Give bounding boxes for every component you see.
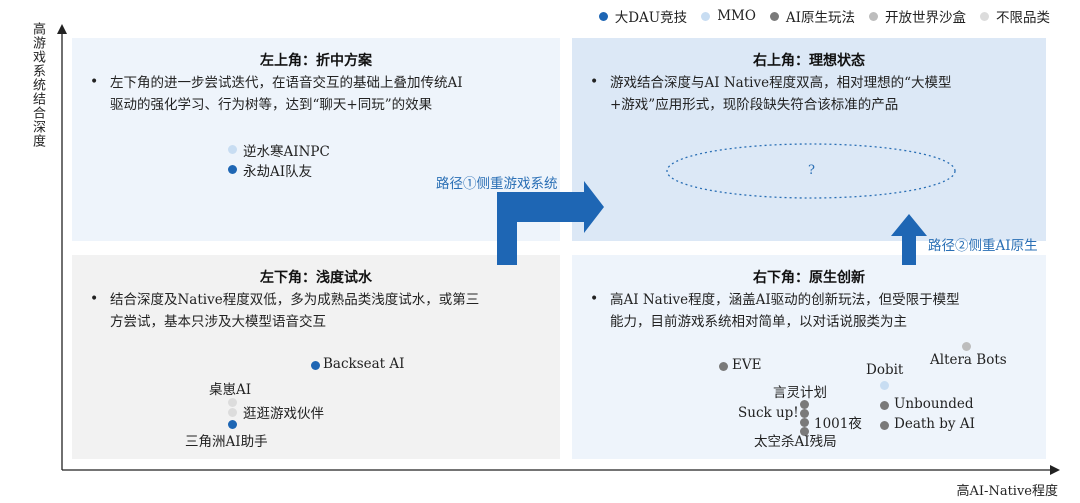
point-yanling <box>800 400 809 409</box>
quadrant-description: 左下角的进一步尝试迭代，在语音交互的基础上叠加传统AI 驱动的强化学习、行为树等… <box>110 72 463 116</box>
point-eve <box>719 362 728 371</box>
product-label-suckup: Suck up! <box>738 405 799 421</box>
legend-dot-ai-native <box>769 11 779 21</box>
quadrant-bottom-left: 左下角：浅度试水 • 结合深度及Native程度双低，多为成熟品类浅度试水，或第… <box>72 255 560 459</box>
description-line: 驱动的强化学习、行为树等，达到“聊天+同玩”的效果 <box>110 97 433 113</box>
legend-item-ai-native: AI原生玩法 <box>769 6 855 26</box>
point-altera <box>962 342 971 351</box>
product-label-nishuihan: 逆水寒AINPC <box>243 144 330 160</box>
path1-label: 路径①侧重游戏系统 <box>436 176 558 192</box>
product-label-eve: EVE <box>732 357 762 373</box>
product-label-dobit: Dobit <box>866 362 904 378</box>
quadrant-bottom-right: 右下角：原生创新 • 高AI Native程度，涵盖AI驱动的创新玩法，但受限于… <box>572 255 1046 459</box>
product-label-sanjiaozhou: 三角洲AI助手 <box>185 434 268 450</box>
description-line: +游戏”应用形式，现阶段缺失符合该标准的产品 <box>610 97 899 113</box>
legend-label-dau: 大DAU竞技 <box>614 10 688 26</box>
legend-dot-open-world <box>869 11 878 21</box>
point-taikong <box>800 427 809 436</box>
point-yongjie <box>228 165 237 174</box>
product-label-1001: 1001夜 <box>814 416 862 432</box>
legend-dot-any-genre <box>980 11 989 21</box>
point-dobit <box>880 381 889 390</box>
ideal-placeholder-ellipse <box>666 143 956 199</box>
bullet-icon: • <box>90 74 99 90</box>
quadrant-title: 右上角：理想状态 <box>753 53 865 69</box>
x-axis-arrow-icon <box>1050 465 1060 475</box>
legend-dot-dau <box>598 11 608 21</box>
bullet-icon: • <box>590 291 599 307</box>
legend-label-open-world: 开放世界沙盒 <box>885 10 966 26</box>
description-line: 方尝试，基本只涉及大模型语音交互 <box>110 314 326 330</box>
path2-arrow-icon <box>891 214 927 265</box>
product-label-yongjie: 永劫AI队友 <box>243 164 313 180</box>
bullet-icon: • <box>90 291 99 307</box>
x-axis-label: 高AI-Native程度 <box>956 484 1058 499</box>
product-label-altera: Altera Bots <box>930 352 1007 368</box>
legend-label-ai-native: AI原生玩法 <box>785 10 855 26</box>
product-label-zhuoyi: 桌崽AI <box>209 382 252 398</box>
point-suckup <box>800 409 809 418</box>
path1-arrow-icon <box>497 181 604 265</box>
quadrant-title: 左上角：折中方案 <box>260 53 372 69</box>
bullet-icon: • <box>590 74 599 90</box>
product-label-unbounded: Unbounded <box>894 396 974 412</box>
quadrant-title: 左下角：浅度试水 <box>260 270 372 286</box>
y-axis-label: 高游戏系统结合深度 <box>30 22 45 148</box>
legend-item-dau: 大DAU竞技 <box>598 6 688 26</box>
legend-label-any-genre: 不限品类 <box>996 10 1050 26</box>
legend-item-open-world: 开放世界沙盒 <box>869 6 966 26</box>
point-backseat <box>311 361 320 370</box>
placeholder-question-mark: ? <box>808 163 815 178</box>
product-label-deathbyai: Death by AI <box>894 416 975 432</box>
y-axis-arrow-icon <box>57 24 67 34</box>
product-label-taikong: 太空杀AI残局 <box>754 434 837 450</box>
description-line: 高AI Native程度，涵盖AI驱动的创新玩法，但受限于模型 <box>610 292 960 308</box>
quadrant-description: 结合深度及Native程度双低，多为成熟品类浅度试水，或第三 方尝试，基本只涉及… <box>110 289 479 333</box>
point-nishuihan <box>228 145 237 154</box>
quadrant-title: 右下角：原生创新 <box>753 270 865 286</box>
path2-label: 路径②侧重AI原生 <box>928 238 1038 254</box>
point-guangguang <box>228 408 237 417</box>
legend-dot-mmo <box>701 11 711 21</box>
quadrant-top-left: 左上角：折中方案 • 左下角的进一步尝试迭代，在语音交互的基础上叠加传统AI 驱… <box>72 38 560 241</box>
point-1001 <box>800 418 809 427</box>
point-zhuoyi <box>228 398 237 407</box>
point-deathbyai <box>880 421 889 430</box>
description-line: 结合深度及Native程度双低，多为成熟品类浅度试水，或第三 <box>110 292 480 308</box>
legend-item-mmo: MMO <box>701 6 756 26</box>
legend: 大DAU竞技 MMO AI原生玩法 开放世界沙盒 不限品类 <box>598 6 1050 26</box>
quadrant-description: 高AI Native程度，涵盖AI驱动的创新玩法，但受限于模型 能力，目前游戏系… <box>610 289 960 333</box>
legend-label-mmo: MMO <box>717 8 756 24</box>
description-line: 能力，目前游戏系统相对简单，以对话说服类为主 <box>610 314 907 330</box>
point-unbounded <box>880 401 889 410</box>
quadrant-description: 游戏结合深度与AI Native程度双高，相对理想的“大模型 +游戏”应用形式，… <box>610 72 952 116</box>
product-label-yanling: 言灵计划 <box>773 385 827 401</box>
point-sanjiaozhou <box>228 420 237 429</box>
product-label-backseat: Backseat AI <box>323 356 405 372</box>
product-label-guangguang: 逛逛游戏伙伴 <box>243 406 324 422</box>
description-line: 左下角的进一步尝试迭代，在语音交互的基础上叠加传统AI <box>110 75 463 91</box>
description-line: 游戏结合深度与AI Native程度双高，相对理想的“大模型 <box>610 75 952 91</box>
legend-item-any-genre: 不限品类 <box>980 6 1050 26</box>
quadrant-top-right: 右上角：理想状态 • 游戏结合深度与AI Native程度双高，相对理想的“大模… <box>572 38 1046 241</box>
